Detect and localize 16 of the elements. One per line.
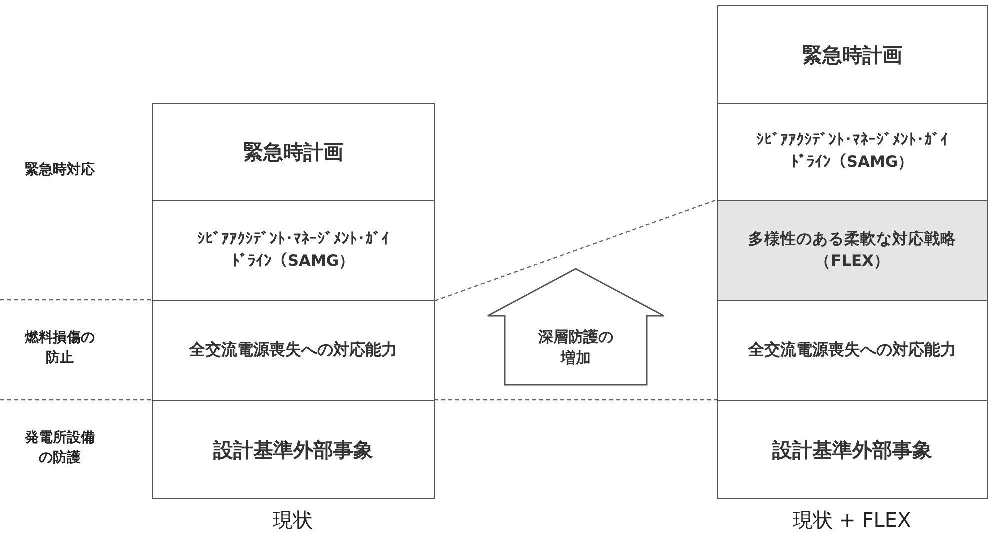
layer-label: 緊急時対応 xyxy=(24,160,96,180)
layer-box: 多様性のある柔軟な対応戦略（FLEX） xyxy=(717,200,988,301)
stack-caption: 現状 xyxy=(272,507,314,534)
layer-box: 設計基準外部事象 xyxy=(152,400,435,499)
house-arrow: 深層防護の増加 xyxy=(487,268,665,386)
layer-box: 緊急時計画 xyxy=(152,103,435,201)
layer-box: ｼﾋﾞｱｱｸｼﾃﾞﾝﾄ･ﾏﾈｰｼﾞﾒﾝﾄ･ｶﾞｲﾄﾞﾗｲﾝ（SAMG） xyxy=(152,200,435,301)
layer-box: 設計基準外部事象 xyxy=(717,400,988,499)
guide-line xyxy=(434,199,718,302)
stack-caption: 現状 + FLEX xyxy=(792,507,912,534)
layer-box: 全交流電源喪失への対応能力 xyxy=(152,300,435,401)
layer-box: 全交流電源喪失への対応能力 xyxy=(717,300,988,401)
layer-label: 燃料損傷の防止 xyxy=(24,329,96,368)
layer-box: 緊急時計画 xyxy=(717,5,988,104)
layer-label: 発電所設備の防護 xyxy=(24,429,96,468)
layer-box: ｼﾋﾞｱｱｸｼﾃﾞﾝﾄ･ﾏﾈｰｼﾞﾒﾝﾄ･ｶﾞｲﾄﾞﾗｲﾝ（SAMG） xyxy=(717,103,988,201)
